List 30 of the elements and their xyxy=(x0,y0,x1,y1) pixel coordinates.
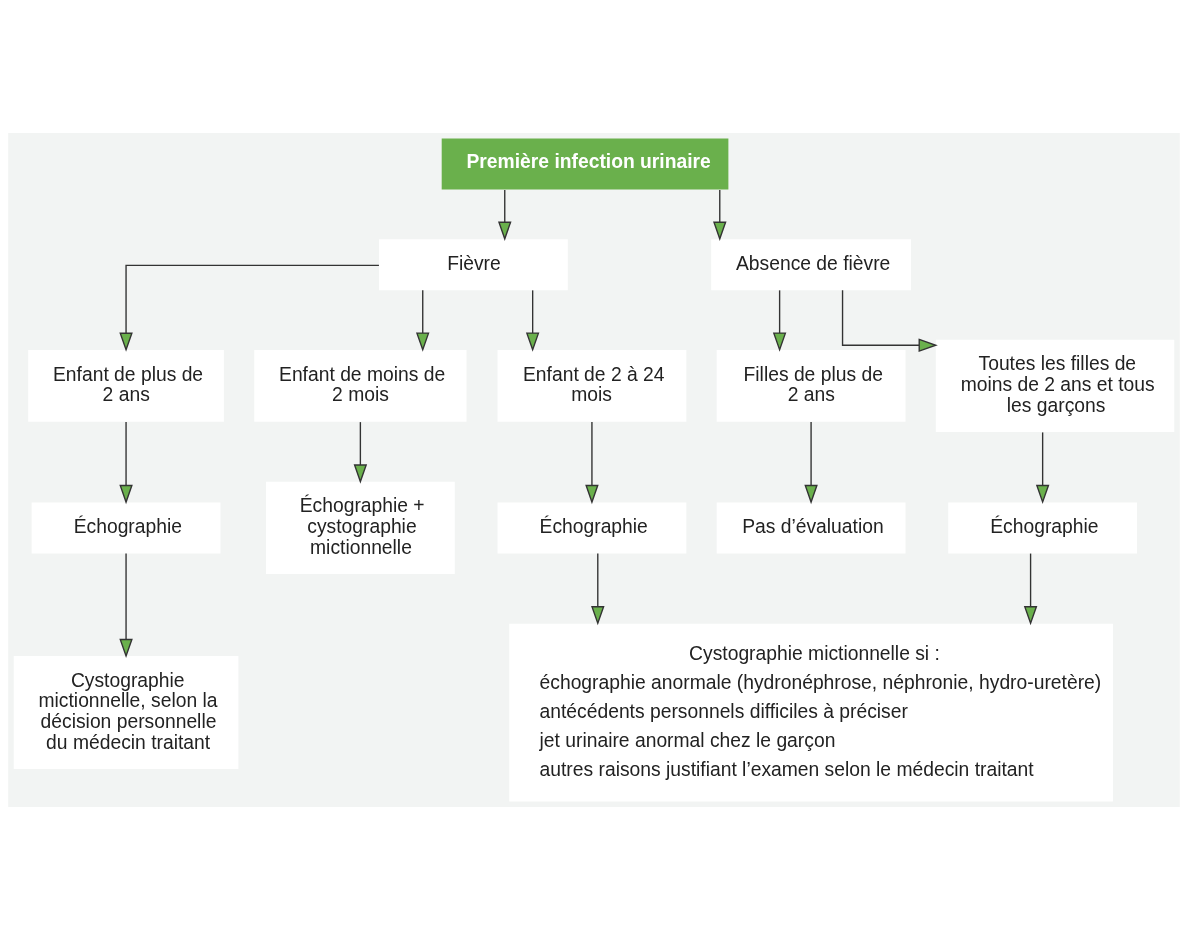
arrow xyxy=(119,421,133,505)
arrow xyxy=(119,552,133,659)
node-box: Absence de fièvre xyxy=(711,239,911,291)
arrow xyxy=(525,289,540,352)
arrow xyxy=(713,189,727,241)
node-box: Fièvre xyxy=(379,239,568,291)
node-box: Échographie xyxy=(497,502,687,554)
node-box: Filles de plus de 2 ans xyxy=(716,350,906,422)
arrow xyxy=(1035,431,1050,505)
arrow xyxy=(585,421,599,505)
node-box: Cystographie mictionnelle, selon la décision personnelle du médecin traitant xyxy=(13,656,239,770)
node-box: Toutes les filles de moins de 2 ans et tous les garçons xyxy=(935,339,1175,433)
arrow xyxy=(353,421,368,484)
node-box: Pas d’évaluation xyxy=(716,502,906,554)
arrow xyxy=(804,421,818,505)
arrow xyxy=(841,289,938,353)
node-box: Échographie xyxy=(31,502,221,554)
node-box: Enfant de moins de 2 mois xyxy=(254,350,467,422)
arrow xyxy=(498,189,512,241)
arrow xyxy=(415,289,430,352)
node-box: Première infection urinaire xyxy=(441,138,729,190)
node-box: Cystographie mictionnelle si : échographie anormale (hydronéphrose, néphronie, hydro-uretère) antécédents personnels difficiles à préciser jet urinaire anormal chez le garçon autres raisons justifiant l’examen selon le médecin traitant xyxy=(509,623,1113,802)
node-box: Échographie xyxy=(948,502,1138,554)
arrow xyxy=(591,552,605,626)
arrow xyxy=(119,264,380,352)
node-box: Enfant de plus de 2 ans xyxy=(28,350,224,422)
arrow xyxy=(772,289,787,352)
node-box: Enfant de 2 à 24 mois xyxy=(497,350,687,422)
node-box: Échographie + cystographie mictionnelle xyxy=(265,481,455,575)
arrow xyxy=(1023,552,1038,626)
